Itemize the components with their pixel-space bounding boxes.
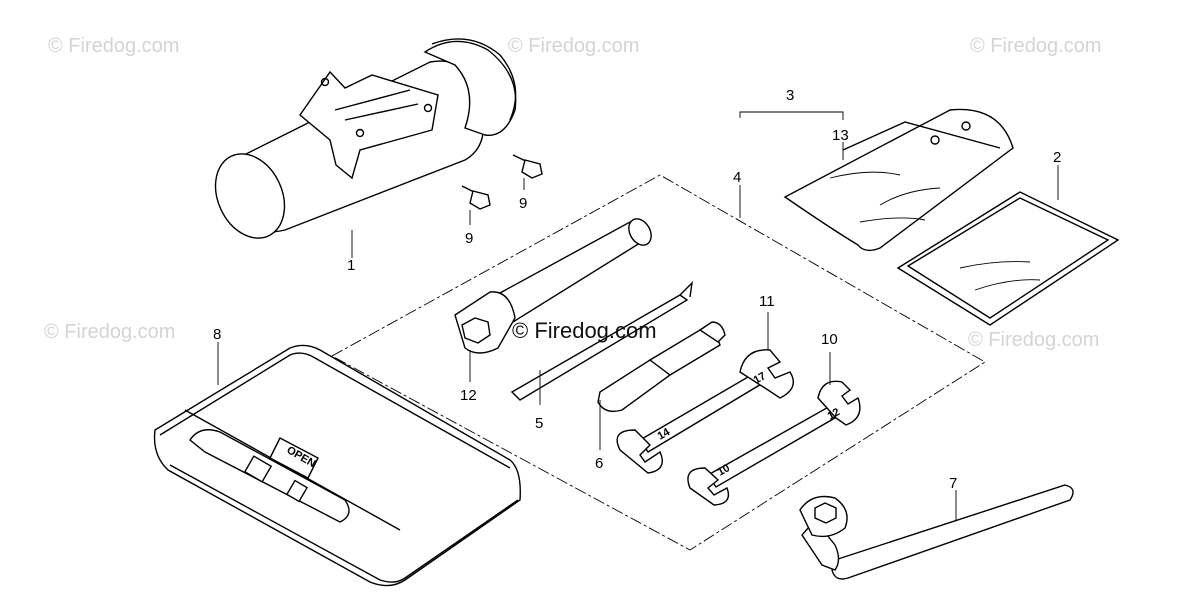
spark-plug-socket-wrench <box>454 218 652 354</box>
callout-6: 6 <box>595 455 603 472</box>
bolt-9-upper <box>512 154 543 179</box>
bolt-9-lower <box>461 185 491 210</box>
callout-5: 5 <box>535 415 543 432</box>
watermark-center: © Firedog.com <box>512 318 657 343</box>
l-socket-wrench <box>799 484 1074 580</box>
tool-pouch <box>783 108 1014 252</box>
callout-8: 8 <box>213 326 221 343</box>
open-end-wrench-17x14: 17 14 <box>616 349 794 474</box>
callout-11: 11 <box>759 293 775 310</box>
watermark-top-left: © Firedog.com <box>48 35 179 57</box>
tool-kit-outline <box>331 174 986 551</box>
callout-13: 13 <box>832 127 849 144</box>
callout-2: 2 <box>1053 149 1061 166</box>
callout-12: 12 <box>460 387 477 404</box>
open-end-wrench-12x10: 12 10 <box>687 380 861 506</box>
wrench-size-10: 10 <box>716 462 733 479</box>
watermark-top-center: © Firedog.com <box>508 35 639 57</box>
screwdriver-handle <box>597 321 726 413</box>
tool-tube <box>214 38 517 239</box>
tool-case: OPEN <box>153 344 521 587</box>
callout-9-upper: 9 <box>519 195 527 212</box>
callout-3: 3 <box>786 87 794 104</box>
callout-1: 1 <box>347 257 355 274</box>
watermark-mid-left: © Firedog.com <box>44 321 175 343</box>
screwdriver-shaft <box>510 281 693 401</box>
watermark-mid-right: © Firedog.com <box>968 329 1099 351</box>
callout-9-lower: 9 <box>465 230 473 247</box>
watermark-top-right: © Firedog.com <box>970 35 1101 57</box>
callout-10: 10 <box>821 331 838 348</box>
wrench-size-17: 17 <box>752 370 769 387</box>
tool-bag-flat <box>896 191 1120 326</box>
callout-4: 4 <box>733 169 741 186</box>
callout-7: 7 <box>949 475 957 492</box>
leader-lines <box>217 111 1059 520</box>
wrench-size-12: 12 <box>826 406 843 423</box>
